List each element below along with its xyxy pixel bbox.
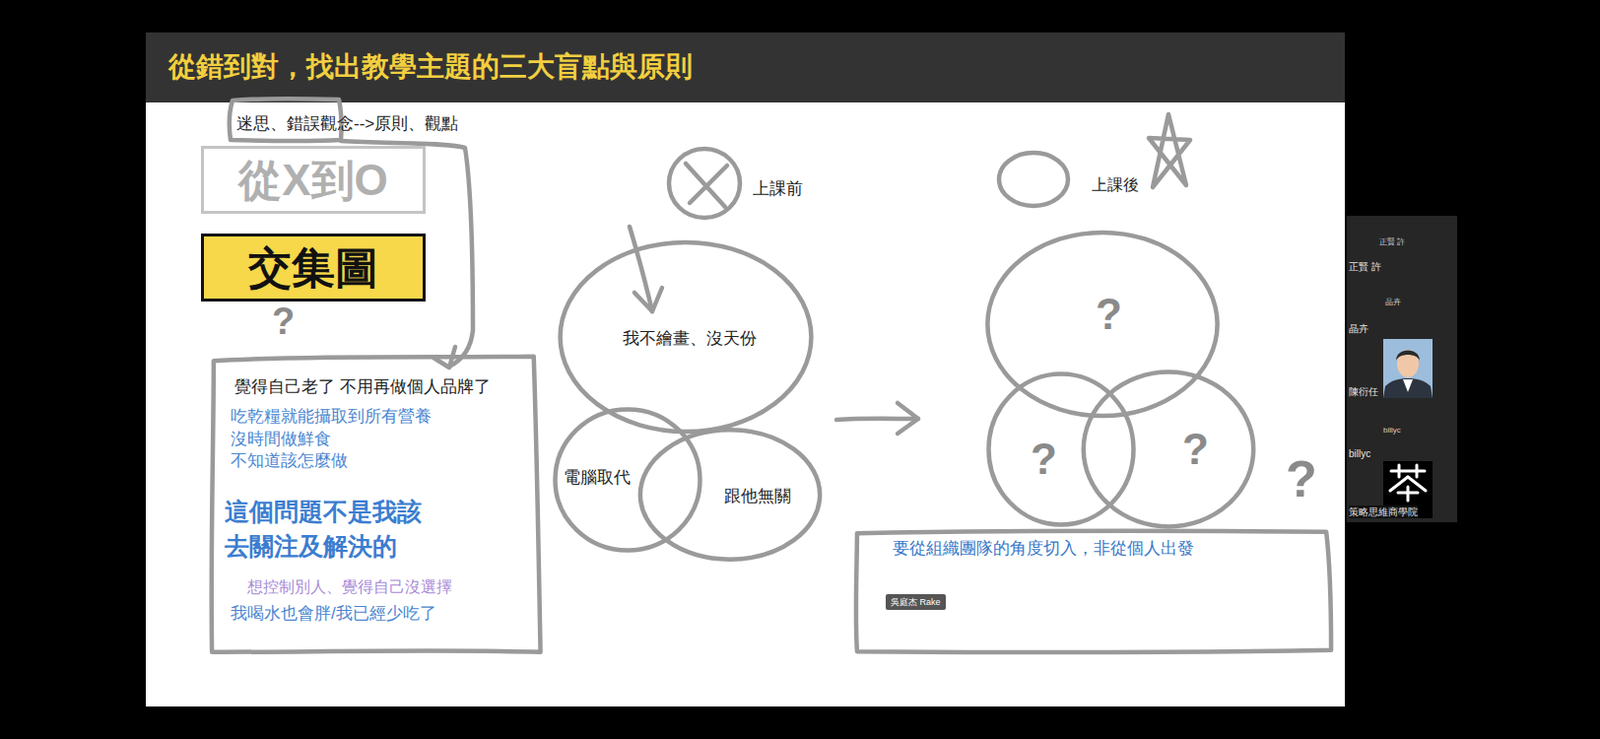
question-mark: ? — [271, 299, 295, 343]
box-text: 想控制別人、覺得自己沒選擇 — [247, 576, 544, 599]
right-arrow — [836, 418, 919, 420]
participant-photo — [1383, 338, 1433, 399]
arrow-head — [897, 402, 919, 434]
stage-label: 上課後 — [1091, 174, 1139, 197]
circle-label: ? — [1095, 289, 1220, 339]
participant-name: 策略思維商學院 — [1348, 505, 1418, 519]
participant-name: 晶卉 — [1348, 322, 1369, 335]
label-holder: ? — [1285, 449, 1318, 509]
participant-name: billyc — [1348, 447, 1371, 461]
venn-circle: ? — [1081, 370, 1256, 529]
label-holder: 上課前 — [752, 178, 803, 200]
circle-label: 我不繪畫、沒天份 — [622, 328, 814, 350]
star-mark — [1148, 114, 1191, 188]
participant-tag: 正賢 許 — [1379, 237, 1405, 248]
topic-box: 從X到O — [200, 145, 426, 214]
label-holder: billyc — [1348, 447, 1371, 461]
principle-box: 要從組織團隊的角度切入，非從個人出發 — [852, 528, 1336, 656]
box-text: 吃乾糧就能攝取到所有營養 — [230, 405, 544, 428]
box-text: 沒時間做鮮食 — [230, 428, 544, 451]
circle-label: 跟他無關 — [724, 485, 822, 508]
annotator-tag: 吳庭杰 Rake — [885, 594, 946, 610]
wrong-circle — [668, 148, 740, 218]
myth-box: 覺得自己老了 不用再做個人品牌了吃乾糧就能攝取到所有營養沒時間做鮮食不知道該怎麼… — [206, 351, 544, 659]
label-holder: 正賢 許 — [1348, 260, 1382, 273]
slide-ground — [145, 32, 1345, 707]
venn-circle: 我不繪畫、沒天份 — [557, 240, 814, 434]
slide-title: 從錯到對，找出教學主題的三大盲點與原則 — [168, 49, 693, 85]
box-text: 覺得自己老了 不用再做個人品牌了 — [234, 376, 544, 399]
circle-label: ? — [1182, 424, 1256, 474]
participant-name: 陳衍任 — [1348, 385, 1379, 399]
label-holder: 晶卉 — [1348, 322, 1369, 335]
venn-circle: 電腦取代 — [553, 407, 702, 552]
circle-label: ? — [1030, 434, 1135, 484]
circle-outline — [1081, 370, 1256, 529]
participant-tag: billyc — [1383, 425, 1401, 436]
label-holder: 上課後 — [1091, 174, 1139, 197]
label-holder: ? — [271, 299, 295, 343]
venn-circle: ? — [987, 372, 1135, 527]
arrow-head — [634, 287, 663, 312]
label-holder: 吳庭杰 Rake — [885, 594, 946, 610]
question-mark: ? — [1285, 449, 1318, 509]
label-holder: 正賢 許 — [1379, 237, 1405, 248]
participant-tag: 晶卉 — [1385, 297, 1401, 308]
participant-panel — [1346, 215, 1458, 523]
label-holder: 迷思、錯誤觀念-->原則、觀點 — [236, 113, 459, 135]
box-text: 不知道該怎麼做 — [230, 450, 544, 472]
circle-outline — [987, 372, 1135, 527]
right-circle — [999, 152, 1068, 206]
label-holder: 策略思維商學院 — [1348, 505, 1418, 519]
label-holder: billyc — [1383, 425, 1401, 436]
label-holder: 陳衍任 — [1348, 385, 1379, 399]
title-holder: 從錯到對，找出教學主題的三大盲點與原則 — [168, 49, 693, 85]
highlight-box: 交集圖 — [200, 233, 426, 302]
box-text: 我喝水也會胖/我已經少吃了 — [230, 602, 544, 625]
label-holder: 晶卉 — [1385, 297, 1401, 308]
title-bar — [145, 32, 1345, 103]
box-text: 這個問題不是我該 去關注及解決的 — [224, 494, 444, 564]
annotation-note: 迷思、錯誤觀念-->原則、觀點 — [236, 113, 459, 135]
box-text: 要從組織團隊的角度切入，非從個人出發 — [892, 537, 1336, 560]
venn-circle: 跟他無關 — [638, 428, 822, 561]
stage-label: 上課前 — [752, 178, 803, 200]
box-text: 從X到O — [238, 154, 389, 206]
circle-label: 電腦取代 — [563, 466, 702, 489]
participant-name: 正賢 許 — [1348, 260, 1382, 273]
wrong-mark — [685, 163, 728, 207]
box-text: 交集圖 — [248, 242, 379, 294]
